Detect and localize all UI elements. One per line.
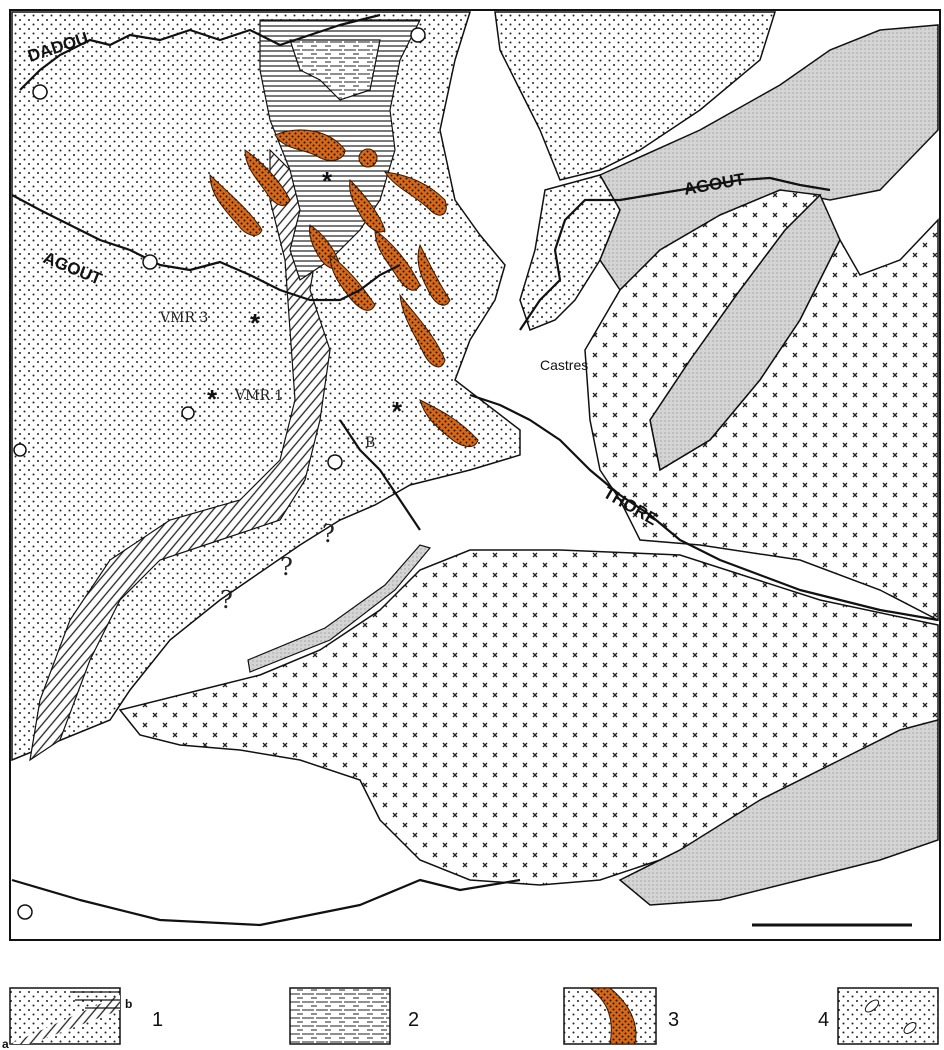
site-asterisk: * — [207, 384, 218, 414]
circle-marker — [17, 904, 33, 920]
legend-item-3: 3 — [563, 987, 679, 1045]
river-agout-east — [519, 176, 831, 331]
crossed-unit-east — [584, 189, 939, 622]
orange-lens — [417, 243, 451, 306]
rivers — [11, 13, 939, 927]
dotted-unit-northeast — [494, 11, 777, 181]
orange-lenses — [209, 129, 479, 447]
river-agout-west — [11, 194, 401, 302]
legend-swatch-4-fossil — [903, 1022, 917, 1034]
orange-lens — [329, 253, 376, 311]
legend: a b 1 2 3 4 — [2, 987, 939, 1050]
label-city-castres: Castres — [540, 357, 588, 373]
river-dadou — [19, 13, 381, 91]
wave-zone — [289, 39, 381, 101]
circle-markers — [13, 27, 426, 920]
legend-swatch-1-lines — [70, 991, 120, 1009]
circle-marker — [142, 254, 158, 270]
legend-number-3: 3 — [668, 1009, 679, 1031]
hatched-band-1 — [29, 148, 331, 762]
stream-central — [339, 419, 421, 531]
legend-swatch-1-hatch — [10, 995, 120, 1044]
map-units — [11, 11, 939, 906]
orange-lens-round — [358, 148, 378, 168]
orange-lens — [384, 171, 447, 216]
label-site-b: B — [365, 435, 375, 451]
legend-swatch-4 — [837, 987, 939, 1045]
legend-number-2: 2 — [408, 1009, 419, 1031]
site-asterisk: * — [392, 396, 403, 426]
gray-unit-agout — [598, 24, 939, 292]
legend-swatch-3-lens — [588, 987, 637, 1045]
dotted-strip-diagonal — [247, 544, 432, 673]
legend-sub-a: a — [2, 1037, 9, 1050]
legend-number-1: 1 — [152, 1009, 163, 1031]
orange-lens — [274, 129, 346, 161]
legend-swatch-4-fossil — [864, 999, 880, 1013]
orange-lens — [399, 293, 446, 368]
orange-lens — [244, 149, 291, 206]
circle-marker — [181, 406, 195, 420]
circle-marker — [13, 443, 27, 457]
label-site-vmr3: VMR 3 — [159, 310, 208, 326]
unknown-marker: ? — [220, 586, 233, 614]
circle-marker — [32, 84, 48, 100]
label-site-vmr1: VMR 1 — [234, 388, 283, 404]
legend-item-2: 2 — [289, 987, 419, 1045]
gray-unit-southeast — [618, 719, 939, 906]
circle-marker — [327, 454, 343, 470]
legend-item-4: 4 — [818, 987, 939, 1045]
orange-lens — [419, 399, 479, 447]
circle-marker — [410, 27, 426, 43]
river-thore — [469, 393, 939, 622]
unknown-marker: ? — [322, 520, 335, 548]
orange-lens — [209, 173, 263, 236]
unknown-marker: ? — [280, 553, 293, 581]
legend-swatch-2 — [289, 987, 391, 1045]
site-asterisk: * — [322, 166, 333, 196]
orange-lens — [374, 228, 421, 291]
site-asterisks: * * * * — [207, 166, 403, 426]
legend-sub-b: b — [125, 997, 132, 1011]
legend-item-1: a b 1 — [2, 987, 163, 1050]
border-south — [11, 878, 521, 927]
site-asterisk: * — [250, 308, 261, 338]
legend-number-4: 4 — [818, 1009, 829, 1031]
